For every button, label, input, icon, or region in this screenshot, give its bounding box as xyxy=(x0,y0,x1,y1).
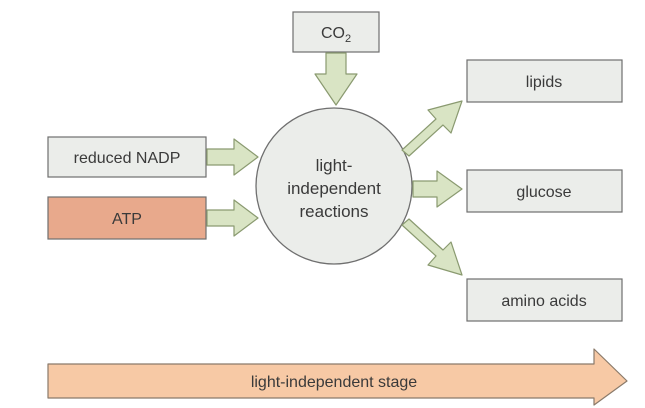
atp-box: ATP xyxy=(47,196,207,240)
glucose-arrow xyxy=(412,170,463,208)
co2-box: CO2 xyxy=(292,11,380,53)
amino-acids-label: amino acids xyxy=(501,293,586,310)
co2-text: CO xyxy=(321,25,345,42)
reduced-nadp-label: reduced NADP xyxy=(74,150,181,167)
co2-label: CO2 xyxy=(321,25,351,45)
center-label-line-2: independent xyxy=(287,179,381,198)
center-circle-shape xyxy=(255,107,413,265)
co2-subscript: 2 xyxy=(345,33,351,45)
glucose-label: glucose xyxy=(516,184,571,201)
stage-bar: light-independent stage xyxy=(47,348,628,406)
center-label-line-3: reactions xyxy=(300,202,369,221)
center-label-line-1: light- xyxy=(316,156,353,175)
co2-box-frame xyxy=(292,11,380,53)
reduced-nadp-box: reduced NADP xyxy=(47,136,207,178)
lipids-box-frame xyxy=(466,59,623,103)
atp-label: ATP xyxy=(112,211,142,228)
glucose-box: glucose xyxy=(466,169,623,213)
lipids-label: lipids xyxy=(526,74,562,91)
amino-acids-box: amino acids xyxy=(466,278,623,322)
stage-bar-label: light-independent stage xyxy=(251,374,417,391)
co2-arrow xyxy=(314,52,358,106)
reduced-nadp-box-frame xyxy=(47,136,207,178)
amino-acids-box-frame xyxy=(466,278,623,322)
lipids-box: lipids xyxy=(466,59,623,103)
center-circle: light- independent reactions xyxy=(255,107,413,265)
amino-acids-arrow xyxy=(401,218,463,276)
glucose-box-frame xyxy=(466,169,623,213)
atp-box-frame xyxy=(47,196,207,240)
lipids-arrow xyxy=(401,100,463,157)
stage-bar-arrow xyxy=(47,348,628,406)
reduced-nadp-arrow xyxy=(206,138,259,176)
atp-arrow xyxy=(206,199,259,237)
